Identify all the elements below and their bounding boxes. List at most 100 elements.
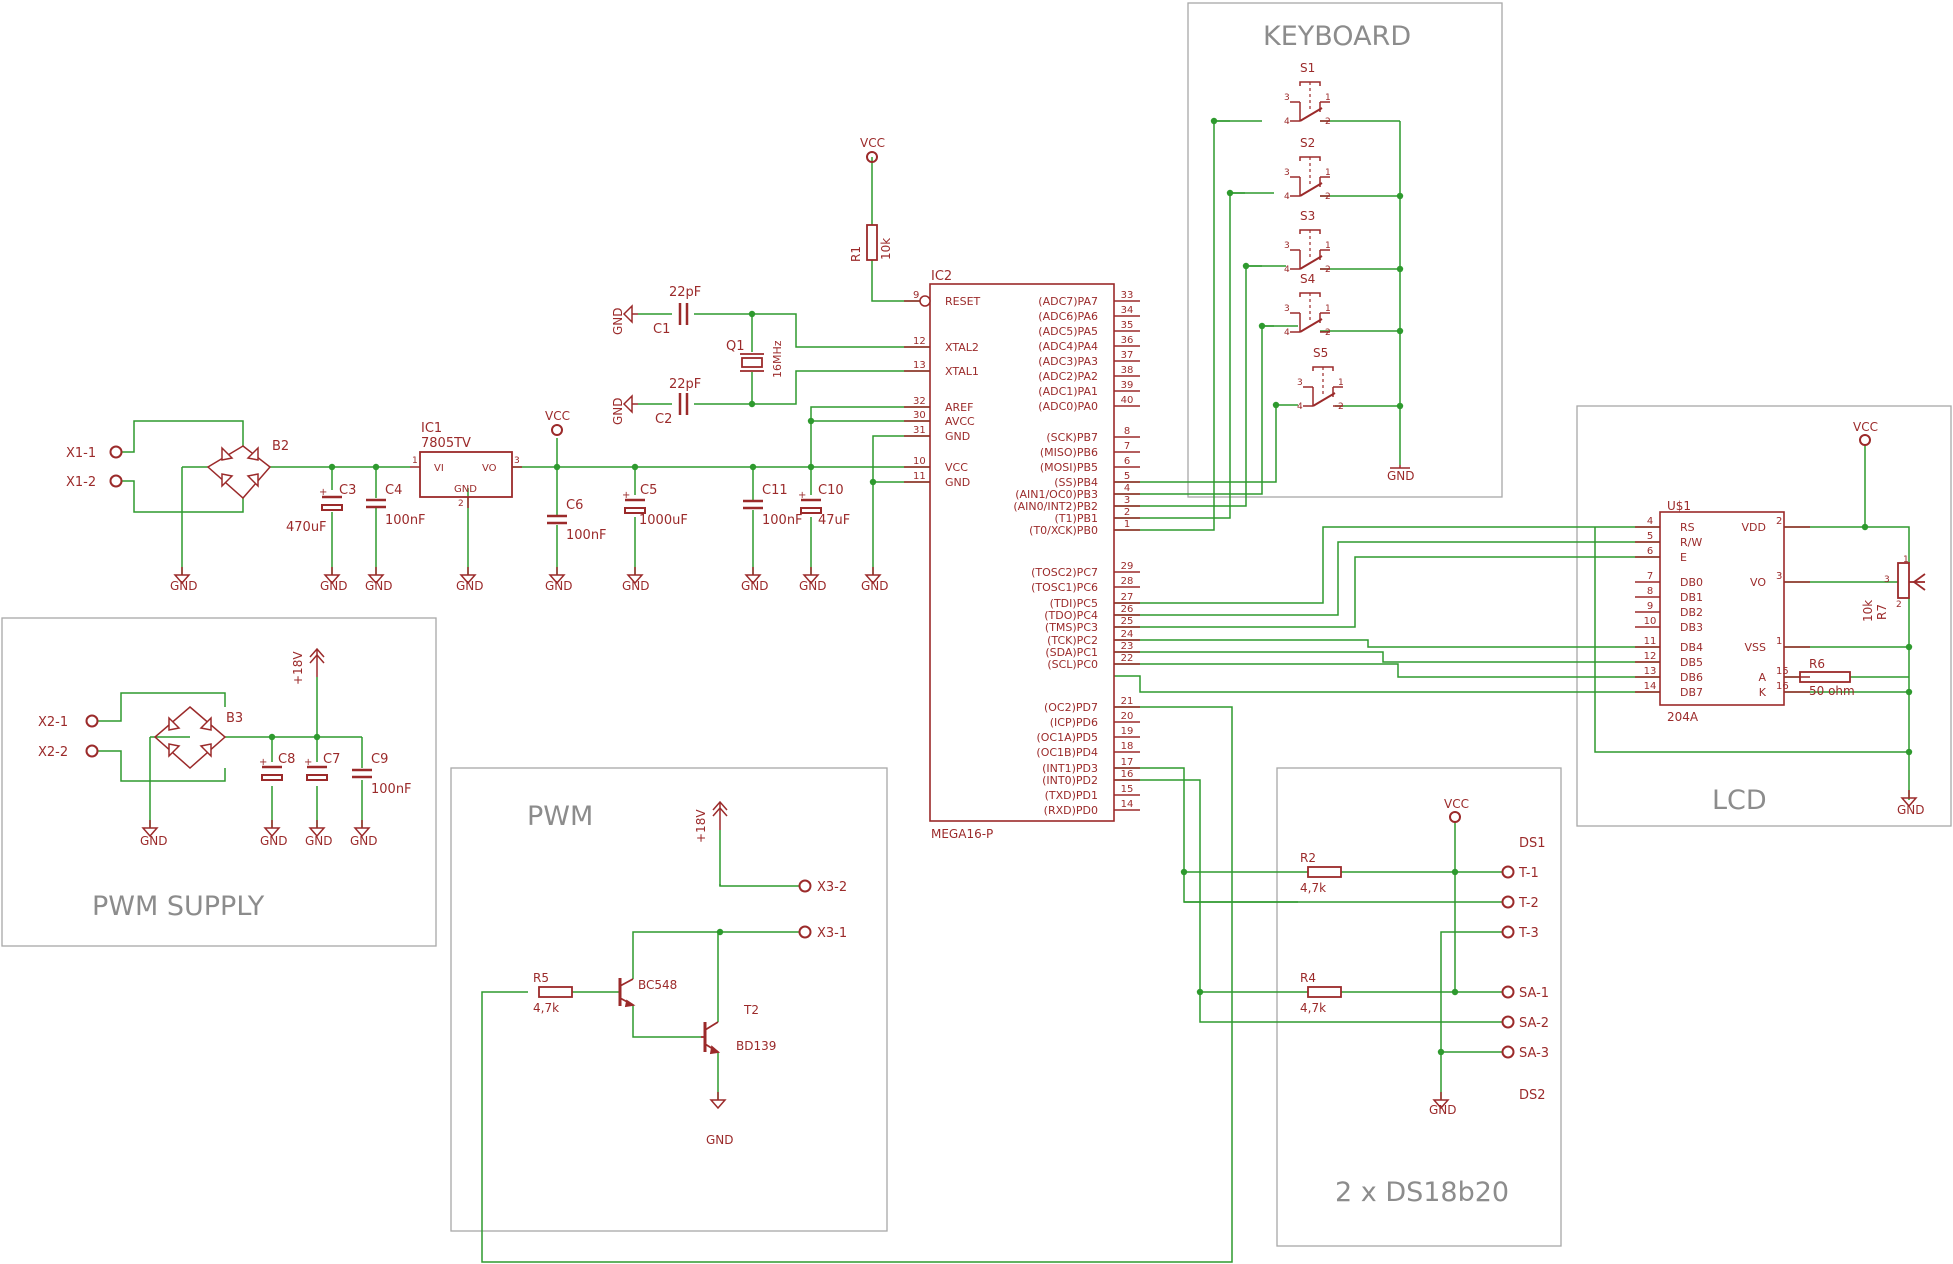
c1-ref: C1 [653,322,670,337]
r7-pin1: 1 [1903,555,1909,565]
x3-2-label: X3-2 [817,880,847,895]
svg-text:(TMS)PC3: (TMS)PC3 [1045,621,1098,634]
svg-text:(INT0)PD2: (INT0)PD2 [1042,774,1098,787]
switch-ref: S1 [1300,61,1315,75]
r7-ref: R7 [1875,604,1889,620]
mcu-pin-t1pb1: 2(T1)PB1 [1055,507,1140,525]
svg-text:25: 25 [1121,616,1134,627]
svg-text:10: 10 [1644,616,1657,627]
x2-2-label: X2-2 [38,745,68,760]
r1-value: 10k [879,238,893,260]
mcu-pin-sdapc1: 23(SDA)PC1 [1045,641,1140,659]
connector-pads [85,445,1515,1059]
svg-text:4: 4 [1297,402,1303,412]
svg-text:9: 9 [1647,601,1653,612]
mcu-pin-tdopc4: 26(TDO)PC4 [1044,604,1140,622]
svg-text:32: 32 [913,396,926,407]
mcu-pin-adc4pa4: 36(ADC4)PA4 [1038,335,1140,353]
svg-text:34: 34 [1121,305,1134,316]
svg-text:+: + [622,490,630,501]
svg-text:2: 2 [1124,507,1130,518]
svg-text:3: 3 [1284,241,1290,251]
resistor-r4 [1307,986,1342,998]
x2-1-label: X2-1 [38,715,68,730]
svg-text:20: 20 [1121,711,1134,722]
mcu-ref: IC2 [931,269,952,284]
gnd-label: GND [320,579,348,593]
svg-text:1: 1 [1325,168,1331,178]
frame-title-pwm-supply: PWM SUPPLY [92,891,265,922]
r2-ref: R2 [1300,851,1316,865]
lcd-pin-db3: 10 DB3 [1635,616,1703,634]
regulator-gnd: GND [454,484,477,495]
svg-text:3: 3 [1124,495,1130,506]
svg-text:14: 14 [1644,681,1657,692]
svg-text:XTAL2: XTAL2 [945,341,979,354]
gnd-label: GND [741,579,769,593]
svg-text:DB3: DB3 [1680,621,1703,634]
gnd-label: GND [260,834,288,848]
svg-text:R/W: R/W [1680,536,1702,549]
gnd-label: GND [799,579,827,593]
svg-text:4: 4 [1284,192,1290,202]
svg-text:(ADC2)PA2: (ADC2)PA2 [1038,370,1098,383]
r4-ref: R4 [1300,971,1316,985]
capacitors [261,303,822,781]
lcd-pin-k: 16K [1759,681,1810,699]
t1-value: BC548 [638,978,677,992]
svg-text:18: 18 [1121,741,1134,752]
mcu-pin-tmspc3: 25 (TMS)PC3 [1045,616,1140,634]
sa3-label: SA-3 [1519,1046,1549,1061]
svg-text:RESET: RESET [945,295,981,308]
resistor-r5 [538,986,573,998]
gnd-label: GND [545,579,573,593]
svg-text:1: 1 [1325,304,1331,314]
svg-text:(TOSC2)PC7: (TOSC2)PC7 [1031,566,1098,579]
r4-value: 4,7k [1300,1001,1326,1015]
mcu-pin-adc1pa1: 39(ADC1)PA1 [1038,380,1140,398]
r1-ref: R1 [849,246,863,262]
c5-value: 1000uF [639,513,688,528]
r5-ref: R5 [533,971,549,985]
switch-ref: S4 [1300,272,1315,286]
svg-text:10: 10 [913,456,926,467]
svg-text:13: 13 [1644,666,1657,677]
r5-value: 4,7k [533,1001,559,1015]
svg-text:33: 33 [1121,290,1134,301]
mcu-pin-tosc2pc7: 29 (TOSC2)PC7 [1031,561,1140,579]
mcu-pin-rxdpd0: 14(RXD)PD0 [1044,799,1140,817]
c3-value: 470uF [286,520,327,535]
mcu-pin-adc0pa0: 40(ADC0)PA0 [1038,395,1140,413]
svg-text:DB1: DB1 [1680,591,1703,604]
svg-text:16: 16 [1776,681,1789,692]
mcu-pin-oc2pd7: 21(OC2)PD7 [1044,696,1140,714]
gnd-symbols [142,566,1917,1109]
svg-text:4: 4 [1284,265,1290,275]
mcu-pin-icppd6: 20(ICP)PD6 [1050,711,1140,729]
c8-ref: C8 [278,752,295,767]
svg-text:E: E [1680,551,1687,564]
crystal-q1 [740,353,764,372]
svg-text:29: 29 [1121,561,1134,572]
resistor-r1 [866,224,878,261]
transistor-t2 [701,1021,721,1055]
mcu-pin-int0pd2: 16(INT0)PD2 [1042,769,1140,787]
gnd-label: GND [622,579,650,593]
c7-ref: C7 [323,752,340,767]
mcu-pin-ain0int2pb2: 3(AIN0/INT2)PB2 [1013,495,1140,513]
ds1-label: DS1 [1519,836,1546,851]
svg-text:(ADC0)PA0: (ADC0)PA0 [1038,400,1098,413]
frame-keyboard [1187,2,1503,498]
